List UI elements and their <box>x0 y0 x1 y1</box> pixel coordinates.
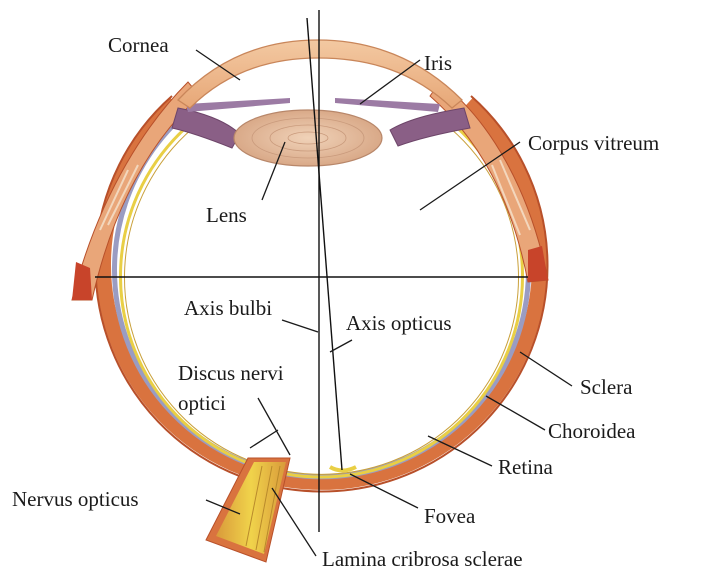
label-discus-line2: optici <box>178 391 226 415</box>
leader-lamina <box>272 488 316 556</box>
label-nervus-opticus: Nervus opticus <box>12 487 139 511</box>
leader-sclera <box>520 352 572 386</box>
axis-opticus-line <box>307 18 342 470</box>
label-fovea: Fovea <box>424 504 476 528</box>
leader-discus-b <box>250 430 278 448</box>
label-iris: Iris <box>424 51 452 75</box>
label-cornea: Cornea <box>108 33 169 57</box>
label-lens: Lens <box>206 203 247 227</box>
ciliary-body-right <box>390 108 470 146</box>
label-corpus-vitreum: Corpus vitreum <box>528 131 659 155</box>
label-axis-opticus: Axis opticus <box>346 311 452 335</box>
label-lamina-cribrosa: Lamina cribrosa sclerae <box>322 547 523 571</box>
label-choroidea: Choroidea <box>548 419 636 443</box>
optic-nerve <box>206 458 290 562</box>
label-sclera: Sclera <box>580 375 633 399</box>
fovea-shape <box>330 467 356 471</box>
ciliary-body-left <box>172 108 240 148</box>
iris-left <box>186 98 290 112</box>
label-discus-line1: Discus nervi <box>178 361 284 385</box>
leader-discus-a <box>258 398 290 455</box>
iris-right <box>335 98 440 112</box>
leader-axis-opticus <box>330 340 352 352</box>
cornea-shape <box>178 40 462 108</box>
label-axis-bulbi: Axis bulbi <box>184 296 272 320</box>
leader-choroidea <box>486 396 545 430</box>
leader-axis-bulbi <box>282 320 318 332</box>
label-retina: Retina <box>498 455 553 479</box>
